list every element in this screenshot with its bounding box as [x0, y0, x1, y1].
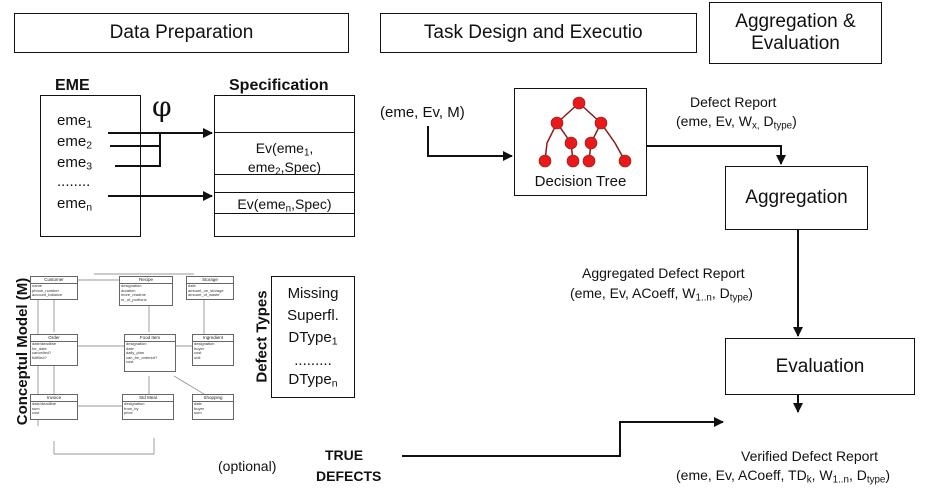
spec-row-ev-emen: Ev(emen,Spec)	[237, 196, 332, 215]
arrow-input-to-tree	[427, 126, 513, 161]
decision-tree-box: Decision Tree	[514, 88, 647, 196]
data-preparation-header: Data Preparation	[14, 13, 349, 53]
spec-divider-1	[215, 132, 354, 133]
defect-report-title: Defect Report	[690, 94, 777, 110]
phi-symbol: φ	[152, 90, 172, 123]
eme-item-2: eme2	[57, 133, 93, 152]
defect-type-ellipsis: .........	[294, 351, 332, 369]
task-design-header: Task Design and Execution	[380, 13, 697, 53]
defect-type-dtype1: DType1	[288, 329, 338, 348]
spec-divider-3	[215, 192, 354, 193]
optional-label: (optional)	[218, 458, 277, 474]
arrow-tree-to-aggregation	[647, 145, 786, 165]
arrow-eme3-branch	[115, 146, 161, 167]
verified-report-tuple: (eme, Ev, ACoeff, TDk, W1..n, Dtype)	[676, 467, 891, 486]
true-defects-line1: TRUE	[325, 447, 364, 463]
evaluation-box: Evaluation	[725, 338, 915, 395]
aggregated-report-tuple: (eme, Ev, ACoeff, W1..n, Dtype)	[570, 285, 753, 304]
eme-title: EME	[55, 77, 90, 94]
specification-table: Ev(eme1, eme2,Spec) Ev(emen,Spec)	[214, 95, 355, 237]
eme-item-n: emen	[57, 195, 93, 214]
aggregation-header-line1: Aggregation &	[735, 11, 856, 33]
eme-item-ellipsis: ........	[57, 173, 91, 190]
spec-divider-2	[215, 174, 354, 175]
eme-item-1: eme1	[57, 112, 93, 131]
task-design-title: Task Design and Execution	[423, 22, 643, 44]
spec-divider-4	[215, 213, 354, 214]
aggregation-evaluation-header: Aggregation & Evaluation	[709, 2, 882, 64]
defect-type-dtypen: DTypen	[288, 370, 338, 390]
defect-report-tuple: (eme, Ev, Wx, Dtype)	[676, 113, 797, 132]
eme-item-3: eme3	[57, 154, 93, 173]
arrow-eme2-branch	[110, 133, 161, 147]
specification-title: Specification	[229, 77, 329, 94]
aggregation-box: Aggregation	[725, 166, 868, 230]
aggregated-report-title: Aggregated Defect Report	[582, 265, 745, 281]
spec-row-ev-eme1-eme2: Ev(eme1, eme2,Spec)	[247, 140, 322, 178]
arrow-true-defects-to-evaluation	[402, 417, 724, 457]
defect-types-box: Missing Superfl. DType1 ......... DTypen	[271, 276, 355, 398]
uml-connectors	[37, 273, 205, 455]
decision-tree-icon	[538, 96, 632, 168]
input-tuple: (eme, Ev, M)	[380, 104, 465, 121]
defect-type-missing: Missing	[287, 285, 339, 302]
true-defects-line2: DEFECTS	[316, 468, 382, 484]
defect-type-superfl: Superfl.	[287, 307, 339, 324]
aggregation-header-line2: Evaluation	[751, 33, 840, 54]
data-preparation-title: Data Preparation	[109, 22, 254, 44]
decision-tree-label: Decision Tree	[534, 173, 627, 190]
verified-report-title: Verified Defect Report	[741, 448, 878, 464]
